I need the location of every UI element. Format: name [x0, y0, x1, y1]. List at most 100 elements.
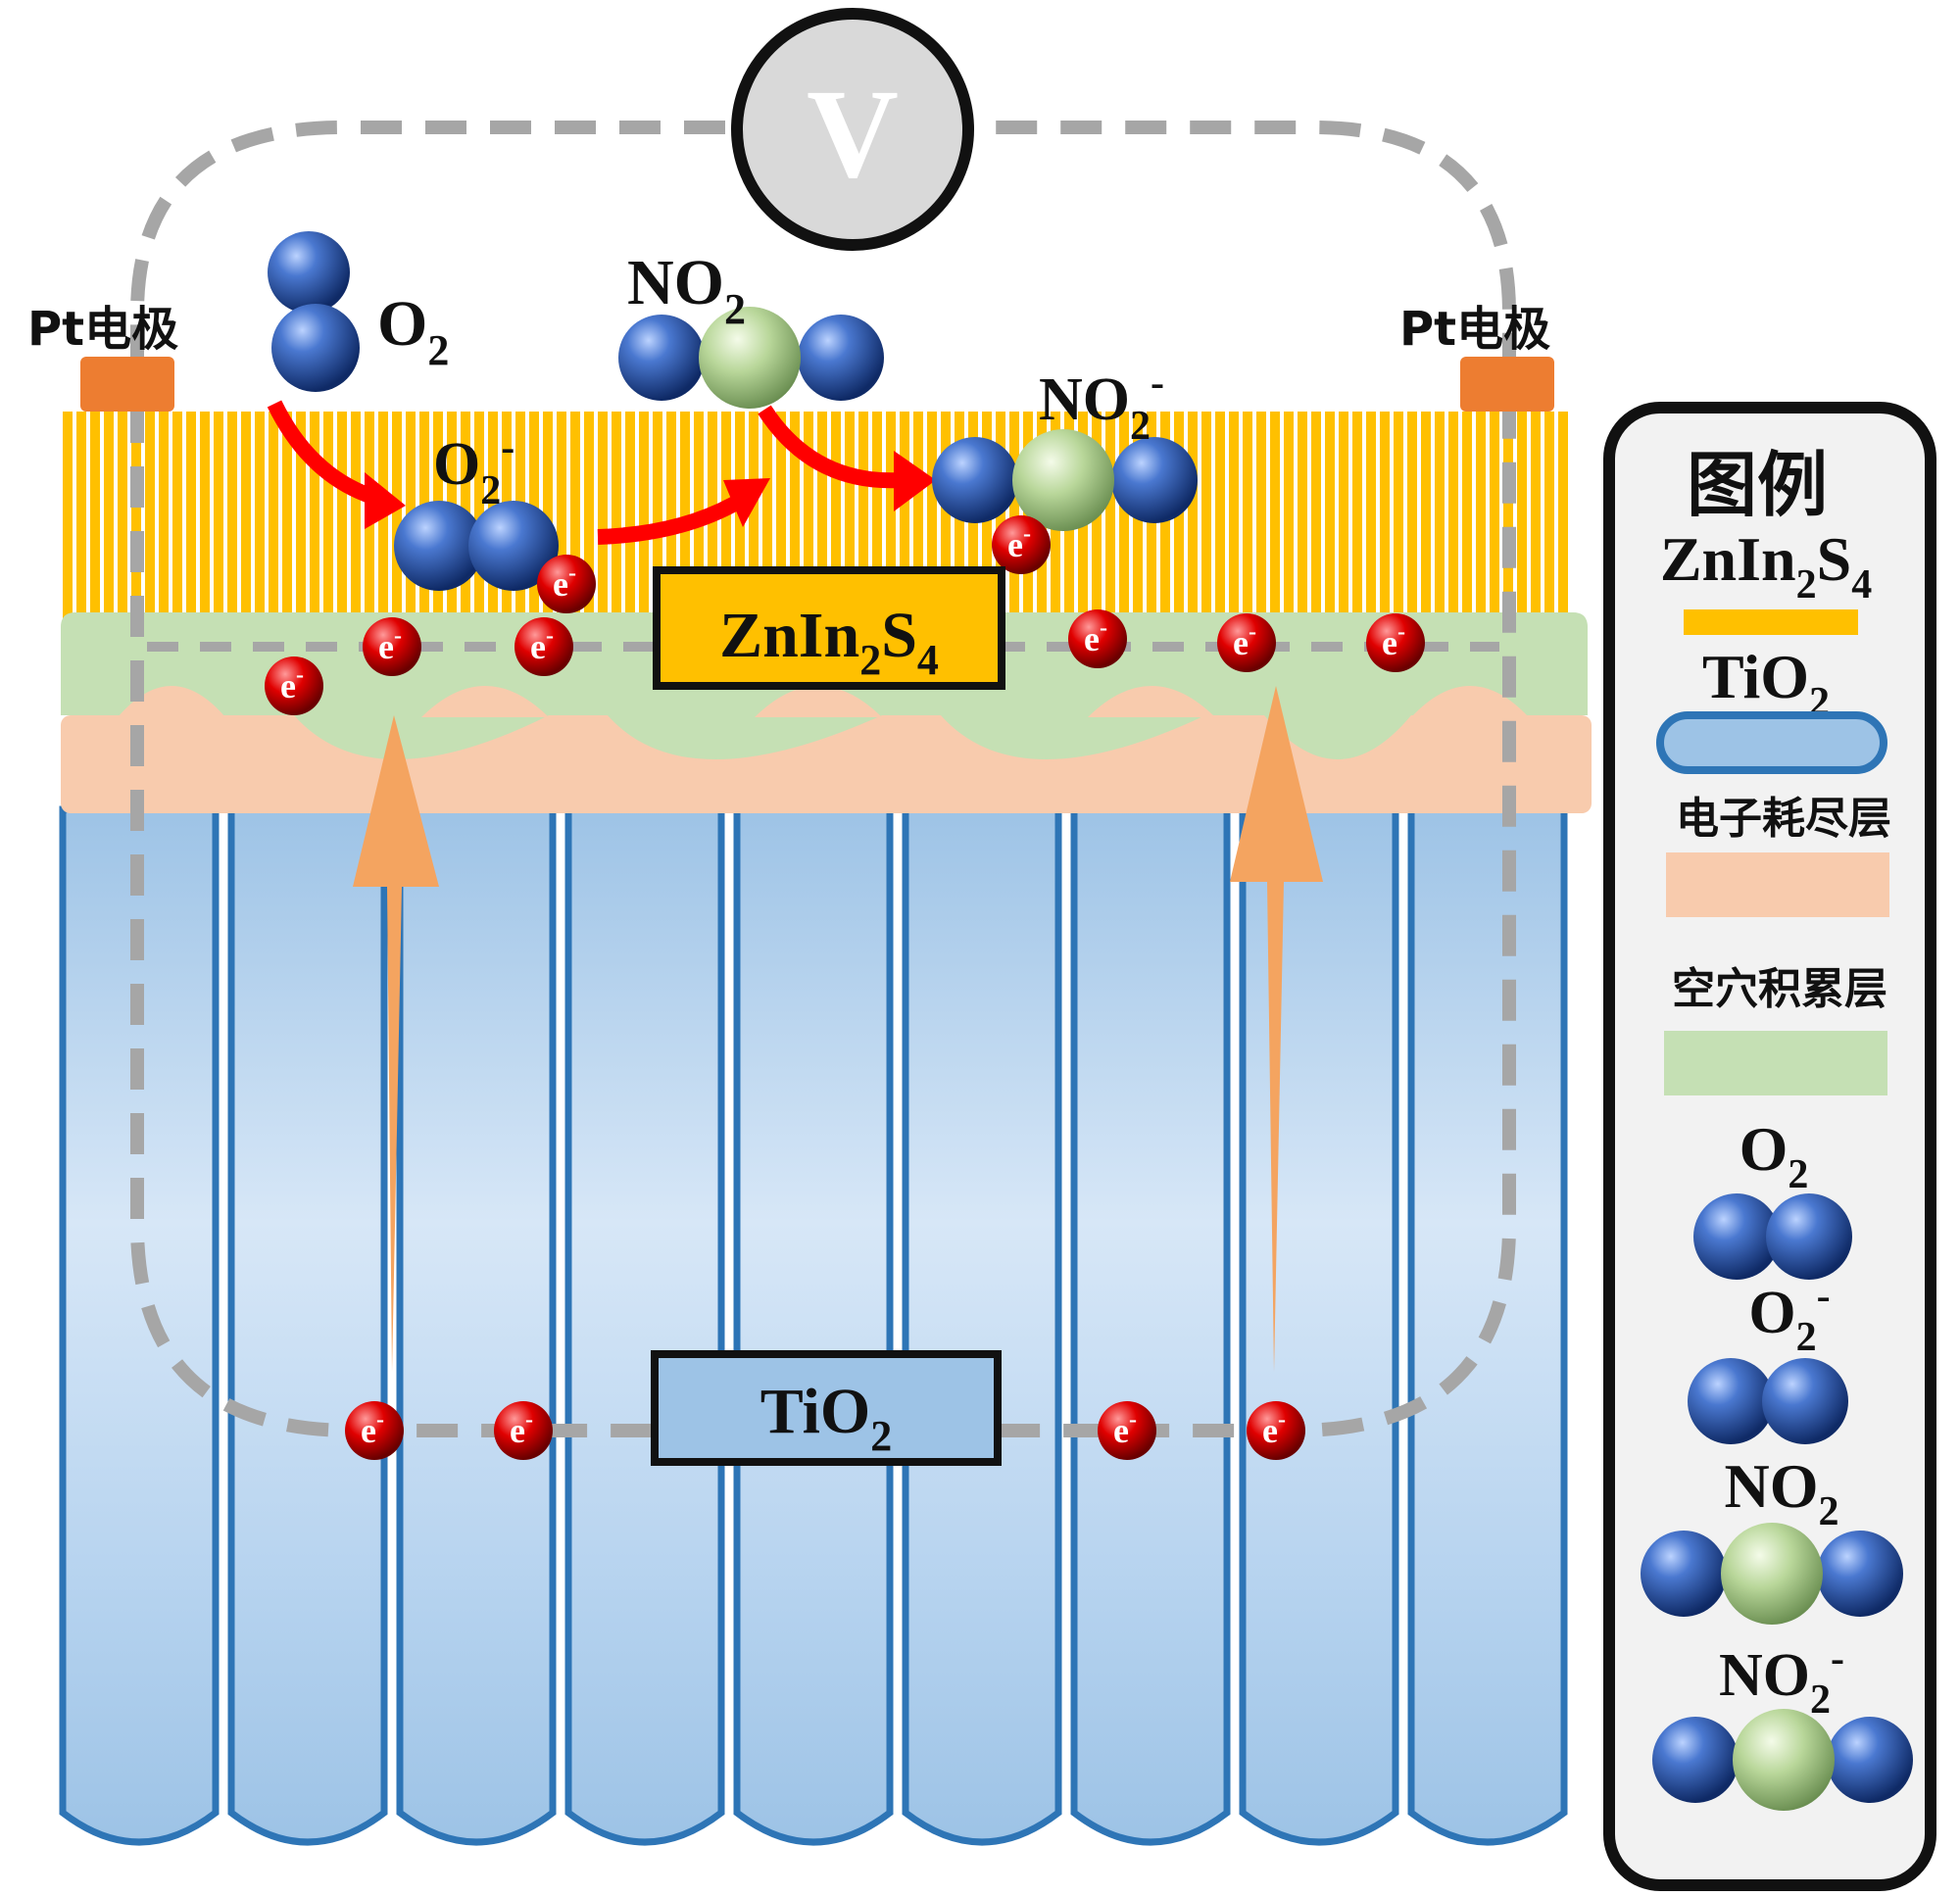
tio2-nanotube: [1239, 805, 1399, 1846]
oxygen-atom: [1817, 1531, 1903, 1617]
legend-o2-minus-sup: -: [1817, 1274, 1831, 1319]
zninS-box: ZnIn2S4: [653, 566, 1005, 690]
electron: e-: [494, 1401, 553, 1460]
electron-base: e: [510, 1411, 525, 1450]
electron-sup: -: [1129, 1407, 1137, 1433]
no2-base: NO: [627, 247, 724, 318]
adsorbed-molecules: [268, 231, 1198, 591]
electron-base: e: [1262, 1411, 1278, 1450]
tio2-nanotube: [227, 805, 388, 1846]
oxygen-atom: [1693, 1193, 1780, 1280]
electron-base: e: [378, 627, 394, 666]
material-boxes: ZnIn2S4 TiO2: [651, 566, 1005, 1466]
depletion-bump: [421, 686, 549, 717]
left-electrode-label: Pt电极: [27, 302, 178, 357]
right-pt-electrode: [1460, 357, 1554, 412]
legend-zninS-p2: S: [1817, 524, 1852, 594]
oxygen-atom: [1688, 1358, 1774, 1444]
electron-sup: -: [525, 1407, 533, 1433]
legend-o2-minus-base: O: [1748, 1280, 1795, 1346]
zninS-p2: S: [881, 600, 917, 671]
o2-minus-base: O: [433, 431, 480, 498]
electron-sphere: [345, 1401, 404, 1460]
depletion-bump: [1411, 686, 1529, 717]
o2-sub: 2: [427, 326, 449, 374]
electron-sup: -: [1023, 521, 1031, 547]
voltmeter-symbol: V: [807, 64, 899, 205]
electron-sup: -: [1278, 1407, 1286, 1433]
electron-sphere: [265, 656, 323, 715]
no2-minus-base: NO: [1039, 366, 1130, 433]
zninS-box-label: ZnIn2S4: [719, 600, 939, 684]
legend-tio2-p1: TiO: [1702, 642, 1809, 711]
electron-sup: -: [568, 560, 576, 586]
legend-panel: 图例 ZnIn2S4 TiO2 电子耗尽层 空穴积累层 O2 O2- NO2: [1603, 402, 1936, 1891]
depletion-bump: [1088, 686, 1215, 717]
electron-label: e-: [510, 1407, 533, 1450]
oxygen-atom: [1111, 437, 1198, 523]
molecule-labels: O2 NO2 O2- NO2-: [377, 247, 1164, 513]
oxygen-atom: [1762, 1358, 1848, 1444]
legend-o2-minus-molecule: [1688, 1358, 1848, 1444]
electron-sup: -: [1397, 619, 1405, 645]
o2-minus-adsorbed: [394, 501, 559, 591]
electron-flow-arrow-left-icon: [353, 715, 439, 1372]
tio2-box-label: TiO2: [760, 1376, 893, 1460]
legend-o2-molecule: [1693, 1193, 1852, 1280]
legend-no2-minus-base: NO: [1719, 1642, 1810, 1709]
legend-depletion-swatch: [1666, 852, 1889, 917]
legend-no2-base: NO: [1725, 1451, 1819, 1521]
legend-no2-molecule: [1641, 1523, 1903, 1625]
no2-minus-adsorbed: [932, 429, 1198, 531]
electron: e-: [345, 1401, 404, 1460]
oxygen-atom: [1652, 1717, 1739, 1803]
electron-label: e-: [1113, 1407, 1137, 1450]
tio2-box: TiO2: [651, 1350, 1002, 1466]
depletion-bump: [118, 686, 225, 717]
legend-depletion-label: 电子耗尽层: [1676, 794, 1891, 844]
electron-sphere: [1247, 1401, 1305, 1460]
legend-o2-sub: 2: [1788, 1152, 1808, 1197]
electron-sup: -: [376, 1407, 384, 1433]
o2-label: O2: [377, 288, 449, 374]
tio2-nanotube: [733, 805, 894, 1846]
electron-base: e: [1084, 619, 1100, 658]
o2-minus-sup: -: [501, 425, 514, 470]
legend-o2-minus-sub: 2: [1796, 1315, 1817, 1360]
legend-title: 图例: [1687, 444, 1828, 526]
voltmeter: V: [731, 8, 974, 251]
electron-label: e-: [1007, 521, 1031, 564]
arrowhead-icon: [894, 451, 936, 511]
zninS-s1: 2: [859, 636, 881, 684]
electron: e-: [537, 555, 596, 613]
electron-base: e: [1007, 525, 1023, 564]
electron-label: e-: [361, 1407, 384, 1450]
legend-no2-label: NO2: [1725, 1451, 1839, 1534]
o2-minus-sub: 2: [480, 468, 501, 513]
electron: e-: [363, 617, 421, 676]
electron-sup: -: [296, 662, 304, 688]
electron-sup: -: [1249, 619, 1256, 645]
electron-label: e-: [1382, 619, 1405, 662]
o2-base: O: [377, 288, 427, 360]
tio2-box-rect: [651, 1350, 1002, 1466]
no2-minus-sub: 2: [1130, 404, 1151, 449]
electron: e-: [514, 617, 573, 676]
no2-sub: 2: [724, 285, 746, 333]
electron-sphere: [494, 1401, 553, 1460]
electron: e-: [1098, 1401, 1156, 1460]
electron-label: e-: [1262, 1407, 1286, 1450]
electron-label: e-: [280, 662, 304, 705]
electron: e-: [1247, 1401, 1305, 1460]
legend-o2-minus-label: O2-: [1748, 1274, 1830, 1360]
o2-molecule: [268, 231, 360, 392]
tio2-s1: 2: [870, 1412, 892, 1460]
tio2-nanotube: [396, 805, 557, 1846]
electron: e-: [1366, 613, 1425, 672]
right-electrode-label: Pt电极: [1399, 302, 1550, 357]
electron-sphere: [1366, 613, 1425, 672]
legend-tio2-swatch: [1656, 711, 1887, 774]
oxygen-atom: [1641, 1531, 1727, 1617]
tio2-nanotube: [564, 805, 725, 1846]
